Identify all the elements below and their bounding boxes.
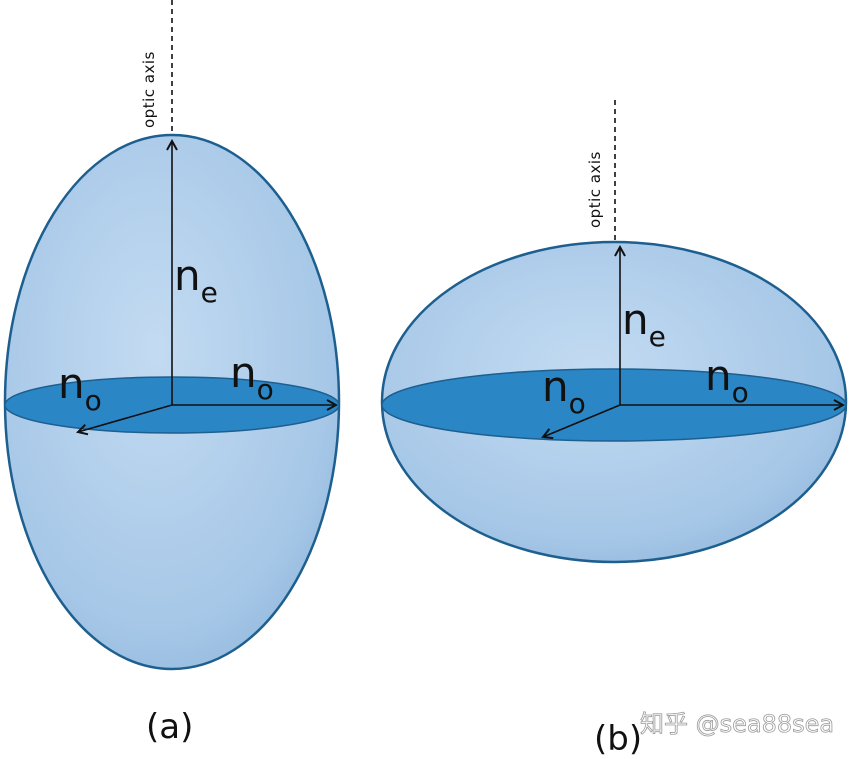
no-right-label: no [705,351,749,409]
no-left-label: no [542,362,586,420]
panel-b: optic axis ne no no (b) [380,100,848,759]
optic-axis-label: optic axis [140,51,158,128]
panel-b-caption: (b) [594,719,642,759]
optic-axis-label: optic axis [586,151,604,228]
watermark: 知乎 @sea88sea [640,710,834,738]
no-left-axis-arrow [78,404,173,432]
ne-label: ne [622,295,666,353]
no-left-label: no [58,359,102,417]
no-right-label: no [230,348,274,406]
no-left-axis-arrow [543,404,621,437]
panel-a: optic axis ne no no (a) [3,0,341,747]
panel-a-caption: (a) [146,707,193,747]
equatorial-plane [381,368,847,442]
ne-label: ne [174,251,218,309]
